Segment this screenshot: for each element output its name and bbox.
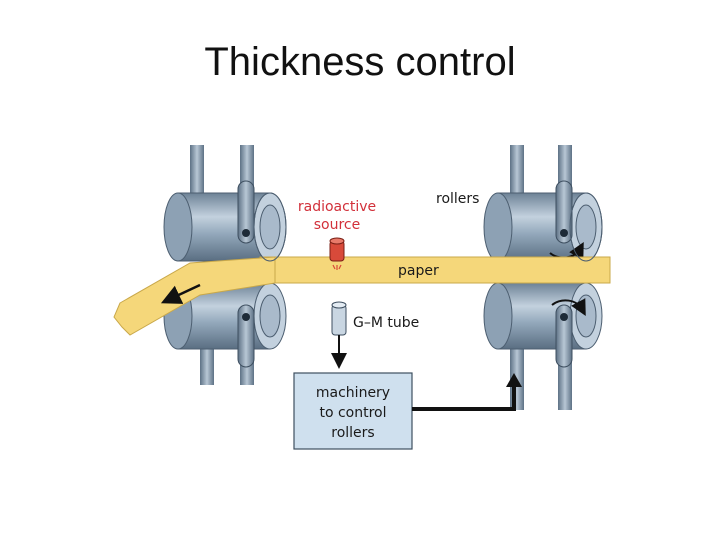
rotation-arrow-icon bbox=[551, 298, 586, 317]
gm-tube bbox=[331, 301, 347, 369]
machinery-label-line2: to control bbox=[319, 405, 386, 421]
rollers-label: rollers bbox=[436, 191, 479, 207]
machinery-label-line3: rollers bbox=[331, 425, 374, 441]
thickness-control-diagram: radioactive source rollers paper G–M tub… bbox=[100, 145, 630, 475]
machinery-label-line1: machinery bbox=[316, 385, 390, 401]
paper-direction-arrow-icon bbox=[160, 283, 201, 304]
radioactive-label-line2: source bbox=[314, 217, 361, 233]
paper-strip bbox=[113, 256, 611, 336]
machinery-control-box bbox=[293, 372, 413, 450]
radiation-icon bbox=[332, 264, 342, 270]
right-upper-roller bbox=[483, 145, 603, 262]
radioactive-source bbox=[329, 237, 345, 270]
feedback-arrow-icon bbox=[506, 373, 522, 387]
slide-title: Thickness control bbox=[204, 40, 516, 84]
paper-label: paper bbox=[398, 263, 439, 279]
feedback-line bbox=[412, 385, 516, 411]
left-upper-roller bbox=[163, 145, 287, 262]
radioactive-label-line1: radioactive bbox=[298, 199, 376, 215]
right-lower-roller bbox=[483, 282, 603, 410]
gm-tube-label: G–M tube bbox=[353, 315, 419, 331]
diagram-canvas: radioactive source rollers paper G–M tub… bbox=[113, 145, 611, 450]
